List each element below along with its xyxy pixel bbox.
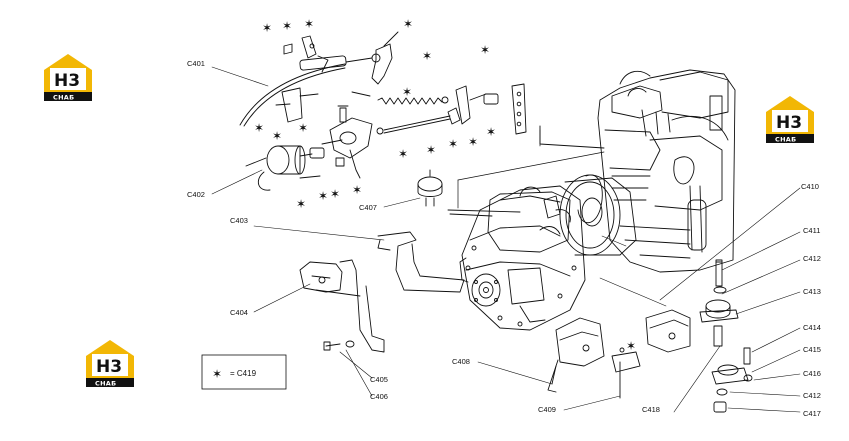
- transmission-assembly: [447, 174, 637, 331]
- star-icon: ✶: [272, 129, 282, 143]
- leader-lines: [211, 66, 801, 413]
- star-icon: ✶: [352, 183, 362, 197]
- callout-c407: C407: [359, 203, 377, 212]
- star-icon: ✶: [298, 121, 308, 135]
- reference-lines: [457, 129, 605, 209]
- star-icon: ✶: [398, 147, 408, 161]
- legend-text: = C419: [230, 369, 257, 378]
- callout-c416: C416: [803, 369, 821, 378]
- rubber-mount-upper: [699, 259, 739, 347]
- lever-bracket: [321, 83, 605, 179]
- logo-mark: H3: [54, 71, 80, 91]
- logo-text: СНАБ: [53, 94, 74, 102]
- legend-box: ✶ = C419: [201, 354, 287, 390]
- bracket-c404: [299, 259, 385, 353]
- callout-c410: C410: [801, 182, 819, 191]
- bracket-c403: [377, 231, 465, 293]
- return-spring: [376, 96, 461, 135]
- star-icon: ✶: [282, 19, 292, 33]
- engine-mount-bracket-right: [611, 309, 691, 399]
- star-icon: ✶: [422, 49, 432, 63]
- star-icon: ✶: [254, 121, 264, 135]
- logo-mark: H3: [96, 357, 122, 377]
- legend-star-icon: ✶: [212, 367, 222, 381]
- logo-text: СНАБ: [95, 380, 116, 388]
- star-icon: ✶: [330, 187, 340, 201]
- callout-c405: C405: [370, 375, 388, 384]
- star-markers: ✶ ✶ ✶ ✶ ✶ ✶ ✶ ✶ ✶ ✶ ✶ ✶ ✶ ✶ ✶ ✶ ✶ ✶ ✶ ✶: [254, 17, 636, 353]
- logo-mark: H3: [776, 113, 802, 133]
- logo-text: СНАБ: [775, 136, 796, 144]
- callout-c412-upper: C412: [803, 254, 821, 263]
- star-icon: ✶: [426, 143, 436, 157]
- rubber-mount-lower: [711, 347, 753, 413]
- star-icon: ✶: [626, 339, 636, 353]
- engine-mount-bracket-left: [547, 317, 605, 393]
- callout-c402: C402: [187, 190, 205, 199]
- callout-labels: C401 C402 C407 C403 C404 C405 C406 C408 …: [187, 59, 821, 418]
- star-icon: ✶: [318, 189, 328, 203]
- brand-logo: H3 СНАБ: [762, 92, 820, 144]
- callout-c414: C414: [803, 323, 821, 332]
- callout-c404: C404: [230, 308, 248, 317]
- engine-block: [577, 69, 736, 273]
- callout-c418: C418: [642, 405, 660, 414]
- stop-solenoid: [245, 145, 325, 191]
- top-hardware: [283, 31, 399, 123]
- callout-c406: C406: [370, 392, 388, 401]
- brand-logo: H3 СНАБ: [40, 50, 98, 102]
- callout-c403: C403: [230, 216, 248, 225]
- brand-logo: H3 СНАБ: [82, 336, 140, 388]
- bolt-washer-set: [323, 340, 355, 351]
- callout-c401: C401: [187, 59, 205, 68]
- star-icon: ✶: [304, 17, 314, 31]
- callout-c417: C417: [803, 409, 821, 418]
- callout-c408: C408: [452, 357, 470, 366]
- callout-c409: C409: [538, 405, 556, 414]
- star-icon: ✶: [448, 137, 458, 151]
- callout-c413: C413: [803, 287, 821, 296]
- star-icon: ✶: [486, 125, 496, 139]
- star-icon: ✶: [402, 85, 412, 99]
- star-icon: ✶: [403, 17, 413, 31]
- callout-c415: C415: [803, 345, 821, 354]
- star-icon: ✶: [468, 135, 478, 149]
- star-icon: ✶: [262, 21, 272, 35]
- star-icon: ✶: [480, 43, 490, 57]
- throttle-cable-assembly: [239, 53, 381, 127]
- star-icon: ✶: [296, 197, 306, 211]
- callout-c412-lower: C412: [803, 391, 821, 400]
- callout-c411: C411: [803, 226, 820, 235]
- pressure-switch: [417, 169, 443, 207]
